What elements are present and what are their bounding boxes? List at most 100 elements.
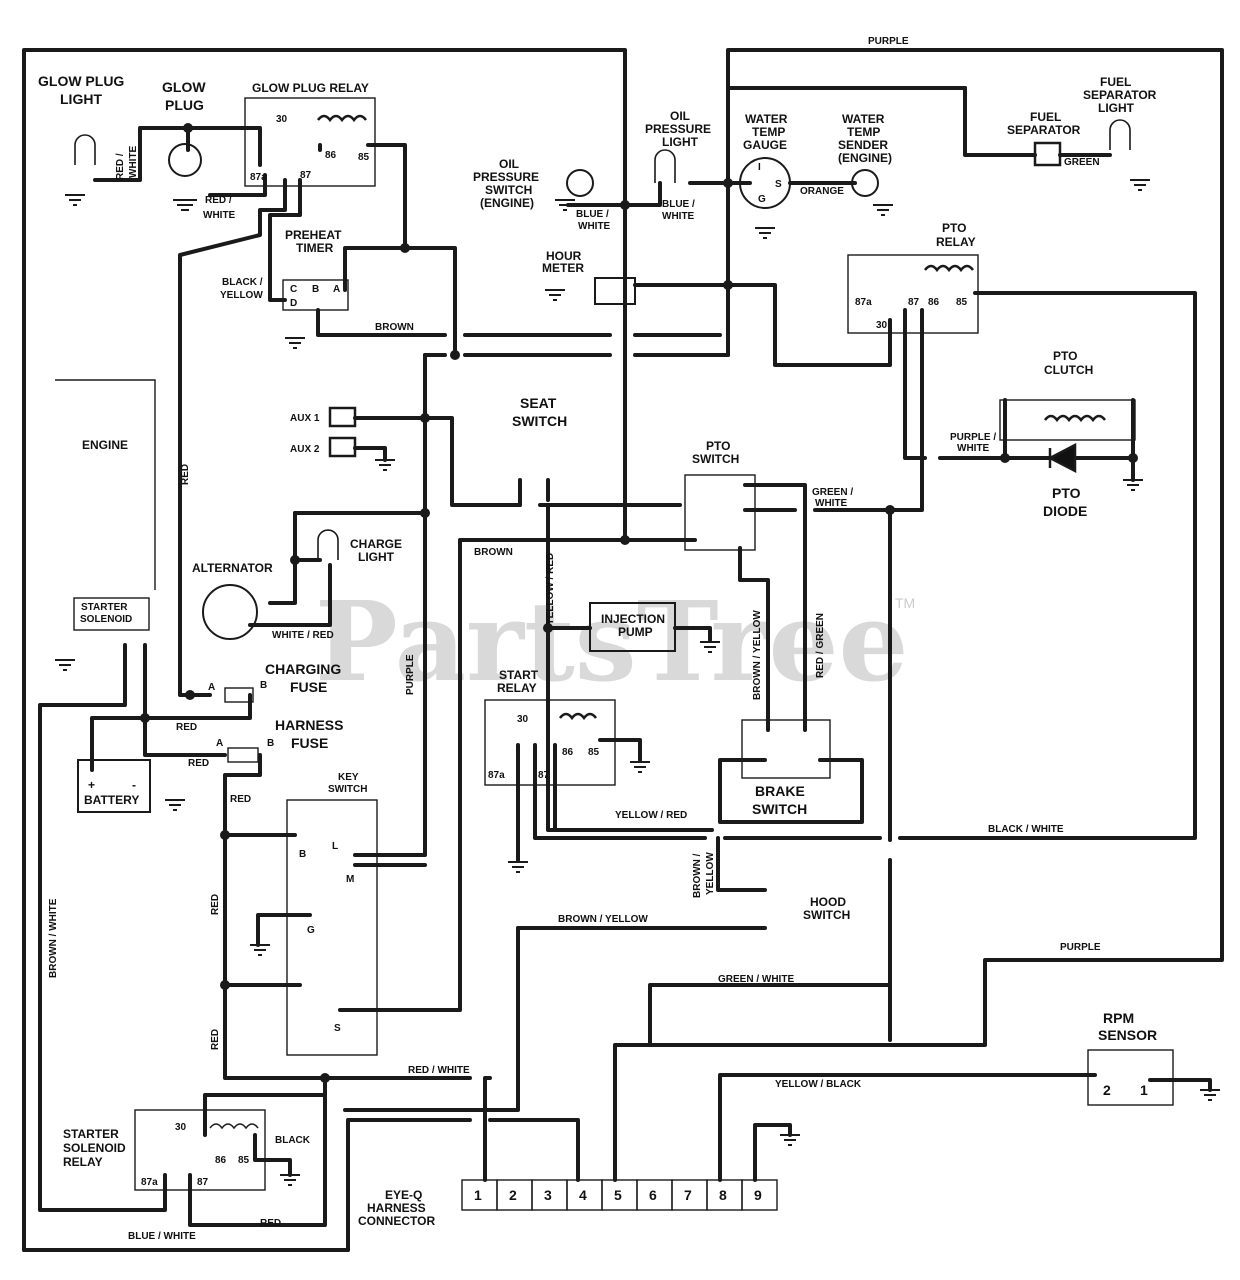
label-fuel-light-2: SEPARATOR — [1083, 88, 1157, 102]
wl-bw1-b: WHITE — [578, 221, 611, 232]
eye-q-connector-pins — [461, 1179, 778, 1211]
wire-purple — [613, 48, 1224, 1182]
pto-clutch-box — [999, 399, 1136, 441]
wl-red-green-v: RED / GREEN — [815, 613, 826, 678]
label-wt-gauge-1: WATER — [745, 112, 788, 126]
label-ss-relay-2: SOLENOID — [63, 1141, 126, 1155]
label-oil-sw-1: OIL — [499, 157, 519, 171]
label-pto-relay-2: RELAY — [936, 235, 976, 249]
label-start-relay-2: RELAY — [497, 681, 537, 695]
wl-blue-white-3: BLUE / WHITE — [128, 1231, 196, 1242]
label-seat-switch-2: SWITCH — [512, 413, 567, 429]
wires — [22, 48, 1224, 1252]
label-oil-light-2: PRESSURE — [645, 122, 711, 136]
pin-conn-1: 1 — [474, 1187, 482, 1203]
pin-gpr-85: 85 — [358, 152, 370, 163]
fuel-separator-box — [1033, 141, 1062, 167]
starter-solenoid-box — [73, 597, 150, 631]
wl-rw1-b: WHITE — [128, 145, 139, 178]
wl-by-a: BLACK / — [222, 277, 263, 288]
watermark-tm: TM — [895, 595, 915, 611]
pto-relay-coil — [924, 264, 974, 273]
label-rpm-sensor-2: SENSOR — [1098, 1027, 1157, 1043]
wl-purple-v: PURPLE — [405, 654, 416, 695]
wl-green-white-2: GREEN / WHITE — [718, 974, 794, 985]
wire-rpm-gnd — [1148, 1078, 1212, 1092]
starter-solenoid-relay-box — [134, 1109, 266, 1191]
label-charging-fuse-1: CHARGING — [265, 661, 341, 677]
wire-yellow-black — [718, 1073, 1097, 1182]
pin-sr-30: 30 — [517, 714, 529, 725]
label-pto-clutch-1: PTO — [1053, 349, 1077, 363]
label-key-switch-1: KEY — [338, 772, 359, 783]
aux1-box — [328, 406, 357, 428]
start-relay-box — [484, 699, 616, 786]
label-wt-sender-2: TEMP — [847, 125, 880, 139]
wire-brown-yellow — [738, 546, 770, 732]
label-harness-fuse-1: HARNESS — [275, 717, 343, 733]
pin-conn-9: 9 — [754, 1187, 762, 1203]
pin-conn-4: 4 — [579, 1187, 587, 1203]
label-pto-switch-2: SWITCH — [692, 452, 739, 466]
injection-pump-box — [589, 602, 676, 652]
wire-brake-loop — [718, 758, 864, 824]
pin-batt-minus: - — [132, 778, 136, 792]
label-preheat-2: TIMER — [296, 241, 334, 255]
label-injection-pump-1: INJECTION — [601, 612, 665, 626]
pin-gauge-i: I — [758, 162, 761, 173]
pin-conn-8: 8 — [719, 1187, 727, 1203]
rpm-sensor-box — [1087, 1049, 1174, 1106]
label-pto-diode-1: PTO — [1052, 485, 1081, 501]
wl-red-1: RED — [176, 722, 197, 733]
pin-sr-85: 85 — [588, 747, 600, 758]
harness-fuse-box — [227, 747, 259, 763]
label-eyeq-3: CONNECTOR — [358, 1214, 435, 1228]
label-fuel-sep-2: SEPARATOR — [1007, 123, 1081, 137]
pin-gpr-30: 30 — [276, 114, 288, 125]
wl-white-red: WHITE / RED — [272, 630, 334, 641]
label-injection-pump-2: PUMP — [618, 625, 653, 639]
wire-brown-top — [316, 308, 722, 337]
wire-hourmeter — [633, 283, 892, 367]
wire-hood1 — [716, 836, 767, 892]
label-ss-relay-3: RELAY — [63, 1155, 103, 1169]
wl-red-4: RED — [260, 1218, 281, 1229]
wire-timer-a — [403, 246, 457, 357]
wl-rw-2b: WHITE — [203, 210, 236, 221]
label-start-relay-1: START — [499, 668, 539, 682]
ground-symbols — [55, 179, 1220, 1186]
wl-by2-b: YELLOW — [705, 852, 716, 895]
wire-green-white-v — [648, 508, 892, 1047]
label-charging-fuse-2: FUSE — [290, 679, 327, 695]
pin-ptor-87a: 87a — [855, 297, 872, 308]
water-temp-gauge-circle — [739, 157, 791, 209]
wl-gw1-b: WHITE — [815, 498, 848, 509]
label-aux2: AUX 2 — [290, 444, 320, 455]
wire-black-yellow — [268, 178, 302, 302]
wire-aux1 — [353, 416, 682, 507]
wl-brown-white-v: BROWN / WHITE — [48, 898, 59, 978]
key-switch-box — [286, 799, 378, 1056]
pto-diode-symbol — [1047, 442, 1077, 474]
wire-key-g — [256, 913, 312, 947]
wl-by2-a: BROWN / — [692, 853, 703, 898]
pin-key-b: B — [299, 849, 306, 860]
label-seat-switch-1: SEAT — [520, 395, 557, 411]
wl-yellow-black: YELLOW / BLACK — [775, 1079, 862, 1090]
pin-conn-3: 3 — [544, 1187, 552, 1203]
glow-relay-coil — [317, 114, 367, 123]
pto-clutch-coil — [1044, 414, 1106, 423]
label-aux1: AUX 1 — [290, 413, 320, 424]
pin-sr-87: 87 — [538, 770, 550, 781]
wire-brown-white — [38, 643, 167, 1212]
pin-gauge-s: S — [775, 179, 782, 190]
watermark: PartsTree — [315, 577, 909, 706]
wire-fuel — [963, 86, 1112, 157]
wl-yellow-red-h: YELLOW / RED — [615, 810, 687, 821]
pin-ssr-87a: 87a — [141, 1177, 158, 1188]
label-starter-solenoid-2: SOLENOID — [80, 614, 132, 625]
wire-red-battery — [143, 643, 252, 720]
pin-conn-7: 7 — [684, 1187, 692, 1203]
pin-gauge-g: G — [758, 194, 766, 205]
